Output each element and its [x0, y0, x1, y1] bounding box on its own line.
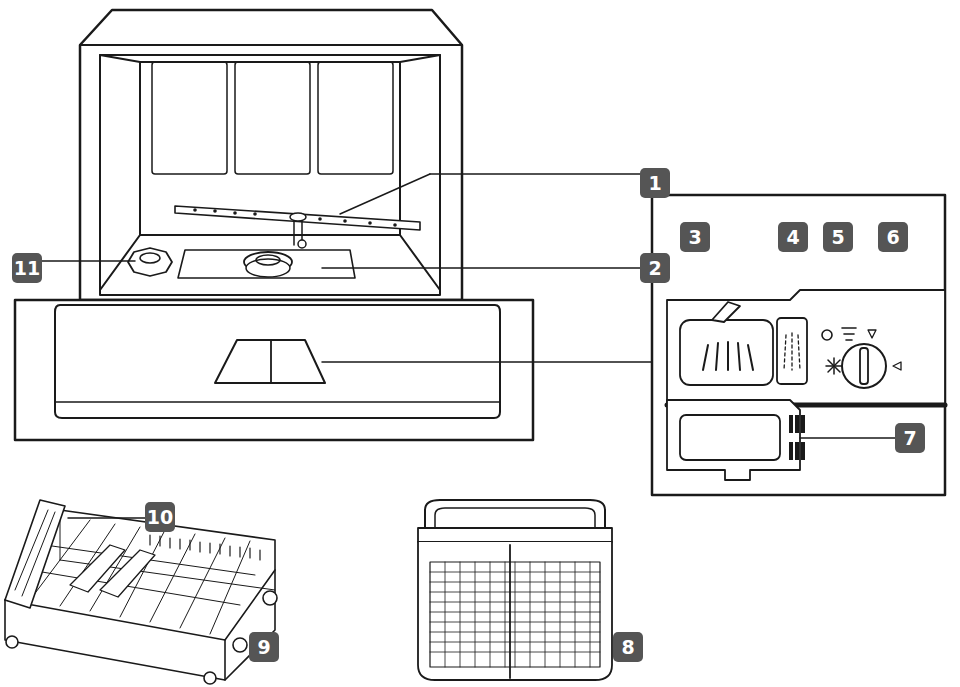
callout-number: 7 — [895, 423, 925, 453]
callout-number: 8 — [613, 632, 643, 662]
callout-number: 10 — [145, 502, 175, 532]
callout-number: 6 — [878, 222, 908, 252]
callout-number: 3 — [680, 222, 710, 252]
callout-number: 2 — [640, 253, 670, 283]
callout-number: 11 — [12, 253, 42, 283]
callout-number: 5 — [823, 222, 853, 252]
callout-number: 1 — [640, 168, 670, 198]
callout-number: 9 — [249, 632, 279, 662]
callout-number: 4 — [778, 222, 808, 252]
